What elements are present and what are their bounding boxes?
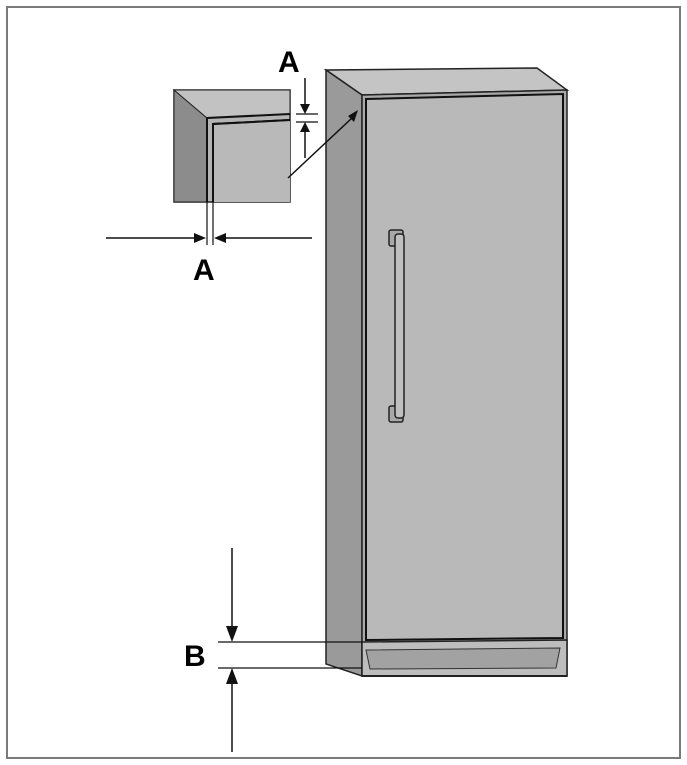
detail-callout — [172, 88, 358, 203]
dimension-a-vertical — [296, 78, 318, 158]
label-b: B — [184, 640, 206, 673]
refrigerator — [323, 67, 570, 678]
door-handle — [388, 229, 405, 423]
plinth-recess — [365, 647, 561, 670]
dimension-b — [218, 548, 362, 752]
callout-leader — [287, 117, 353, 179]
label-a-top: A — [278, 46, 300, 79]
callout-arrow-head — [348, 110, 358, 122]
label-a-side: A — [193, 254, 215, 287]
cabinet-side — [325, 68, 363, 678]
door — [365, 92, 564, 642]
dimension-a-horizontal — [106, 202, 312, 245]
